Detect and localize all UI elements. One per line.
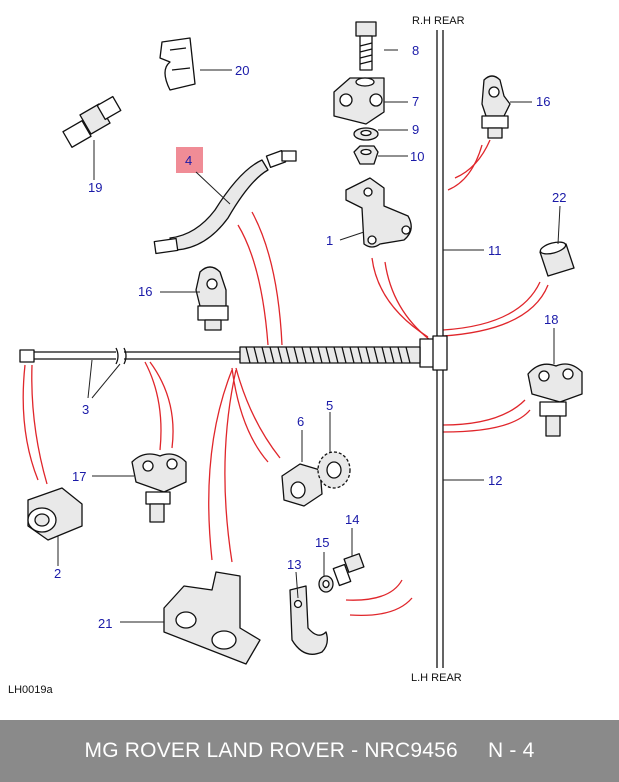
- double-pipe-clip-left: [131, 453, 187, 523]
- small-washer: [318, 575, 334, 593]
- callout-18: 18: [544, 312, 558, 327]
- callout-6: 6: [297, 414, 304, 429]
- hex-nut: [281, 463, 323, 507]
- footer-title: MG ROVER LAND ROVER - NRC9456: [84, 739, 458, 762]
- nut: [353, 145, 379, 165]
- callout-14: 14: [345, 512, 359, 527]
- callout-12: 12: [488, 473, 502, 488]
- callout-4: 4: [185, 153, 192, 168]
- callout-20: 20: [235, 63, 249, 78]
- three-way-connector: [333, 77, 385, 125]
- footer-banner: MG ROVER LAND ROVER - NRC9456 N - 4: [0, 720, 619, 782]
- pipe-union: [62, 95, 122, 148]
- serrated-lock-washer: [317, 451, 351, 489]
- callout-17: 17: [72, 469, 86, 484]
- callout-10: 10: [410, 149, 424, 164]
- washer: [353, 127, 379, 141]
- parts-diagram: 1 2 3 4 5 6 7 8 9 10 11 12 13 14 15 16 1…: [8, 15, 583, 696]
- callout-5: 5: [326, 398, 333, 413]
- horizontal-brake-pipe: [19, 346, 421, 365]
- red-connector-lines: [22, 139, 549, 617]
- pipe-sleeve: [539, 241, 575, 277]
- callout-9: 9: [412, 122, 419, 137]
- callout-11: 11: [488, 243, 502, 258]
- t-connector: [419, 335, 448, 371]
- callout-13: 13: [287, 557, 301, 572]
- pipe-clip-left: [195, 266, 229, 331]
- callout-3: 3: [82, 402, 89, 417]
- double-pipe-clip-right: [527, 363, 583, 437]
- flexible-hose: [153, 149, 297, 255]
- bracket-plate: [163, 571, 261, 665]
- callout-2: 2: [54, 566, 61, 581]
- callout-22: 22: [552, 190, 566, 205]
- leader-lines: [57, 49, 561, 623]
- callout-16-right: 16: [536, 94, 550, 109]
- pipe-clip-upper-right: [481, 75, 511, 139]
- callout-7: 7: [412, 94, 419, 109]
- mounting-bracket: [345, 177, 412, 248]
- callout-21: 21: [98, 616, 112, 631]
- figure-id-label: LH0019a: [8, 684, 54, 696]
- callout-8: 8: [412, 43, 419, 58]
- pipe-nut: [27, 487, 83, 541]
- callout-15: 15: [315, 535, 329, 550]
- retaining-clip: [159, 37, 196, 91]
- callout-16-left: 16: [138, 284, 152, 299]
- hose-highlight-box: [176, 147, 203, 173]
- rh-rear-label: R.H REAR: [412, 15, 465, 27]
- p-clip: [289, 585, 328, 655]
- callout-numbers: 1 2 3 4 5 6 7 8 9 10 11 12 13 14 15 16 1…: [54, 43, 566, 631]
- small-bolt: [332, 553, 365, 587]
- lh-rear-label: L.H REAR: [411, 672, 462, 684]
- bolt: [355, 21, 377, 71]
- callout-19: 19: [88, 180, 102, 195]
- callout-1: 1: [326, 233, 333, 248]
- footer-page-number: N - 4: [487, 739, 535, 762]
